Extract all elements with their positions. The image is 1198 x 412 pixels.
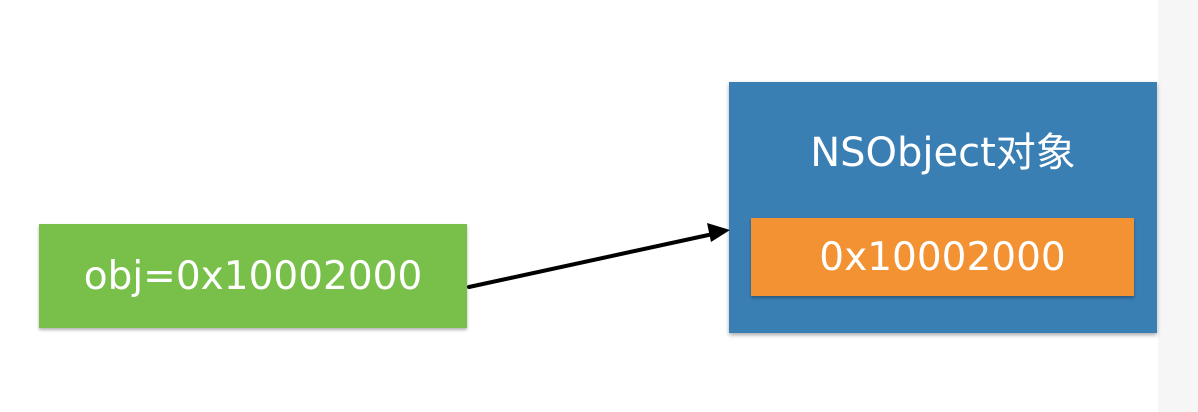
- object-address-box: 0x10002000: [751, 218, 1134, 296]
- nsobject-box: NSObject对象 0x10002000: [729, 82, 1157, 333]
- arrow-line: [467, 232, 715, 289]
- pointer-variable-label: obj=0x10002000: [83, 253, 423, 299]
- object-address-label: 0x10002000: [819, 234, 1066, 280]
- pointer-variable-box: obj=0x10002000: [39, 224, 467, 328]
- arrow-head: [707, 223, 730, 242]
- nsobject-title: NSObject对象: [810, 130, 1076, 176]
- background-strip: [1158, 0, 1198, 412]
